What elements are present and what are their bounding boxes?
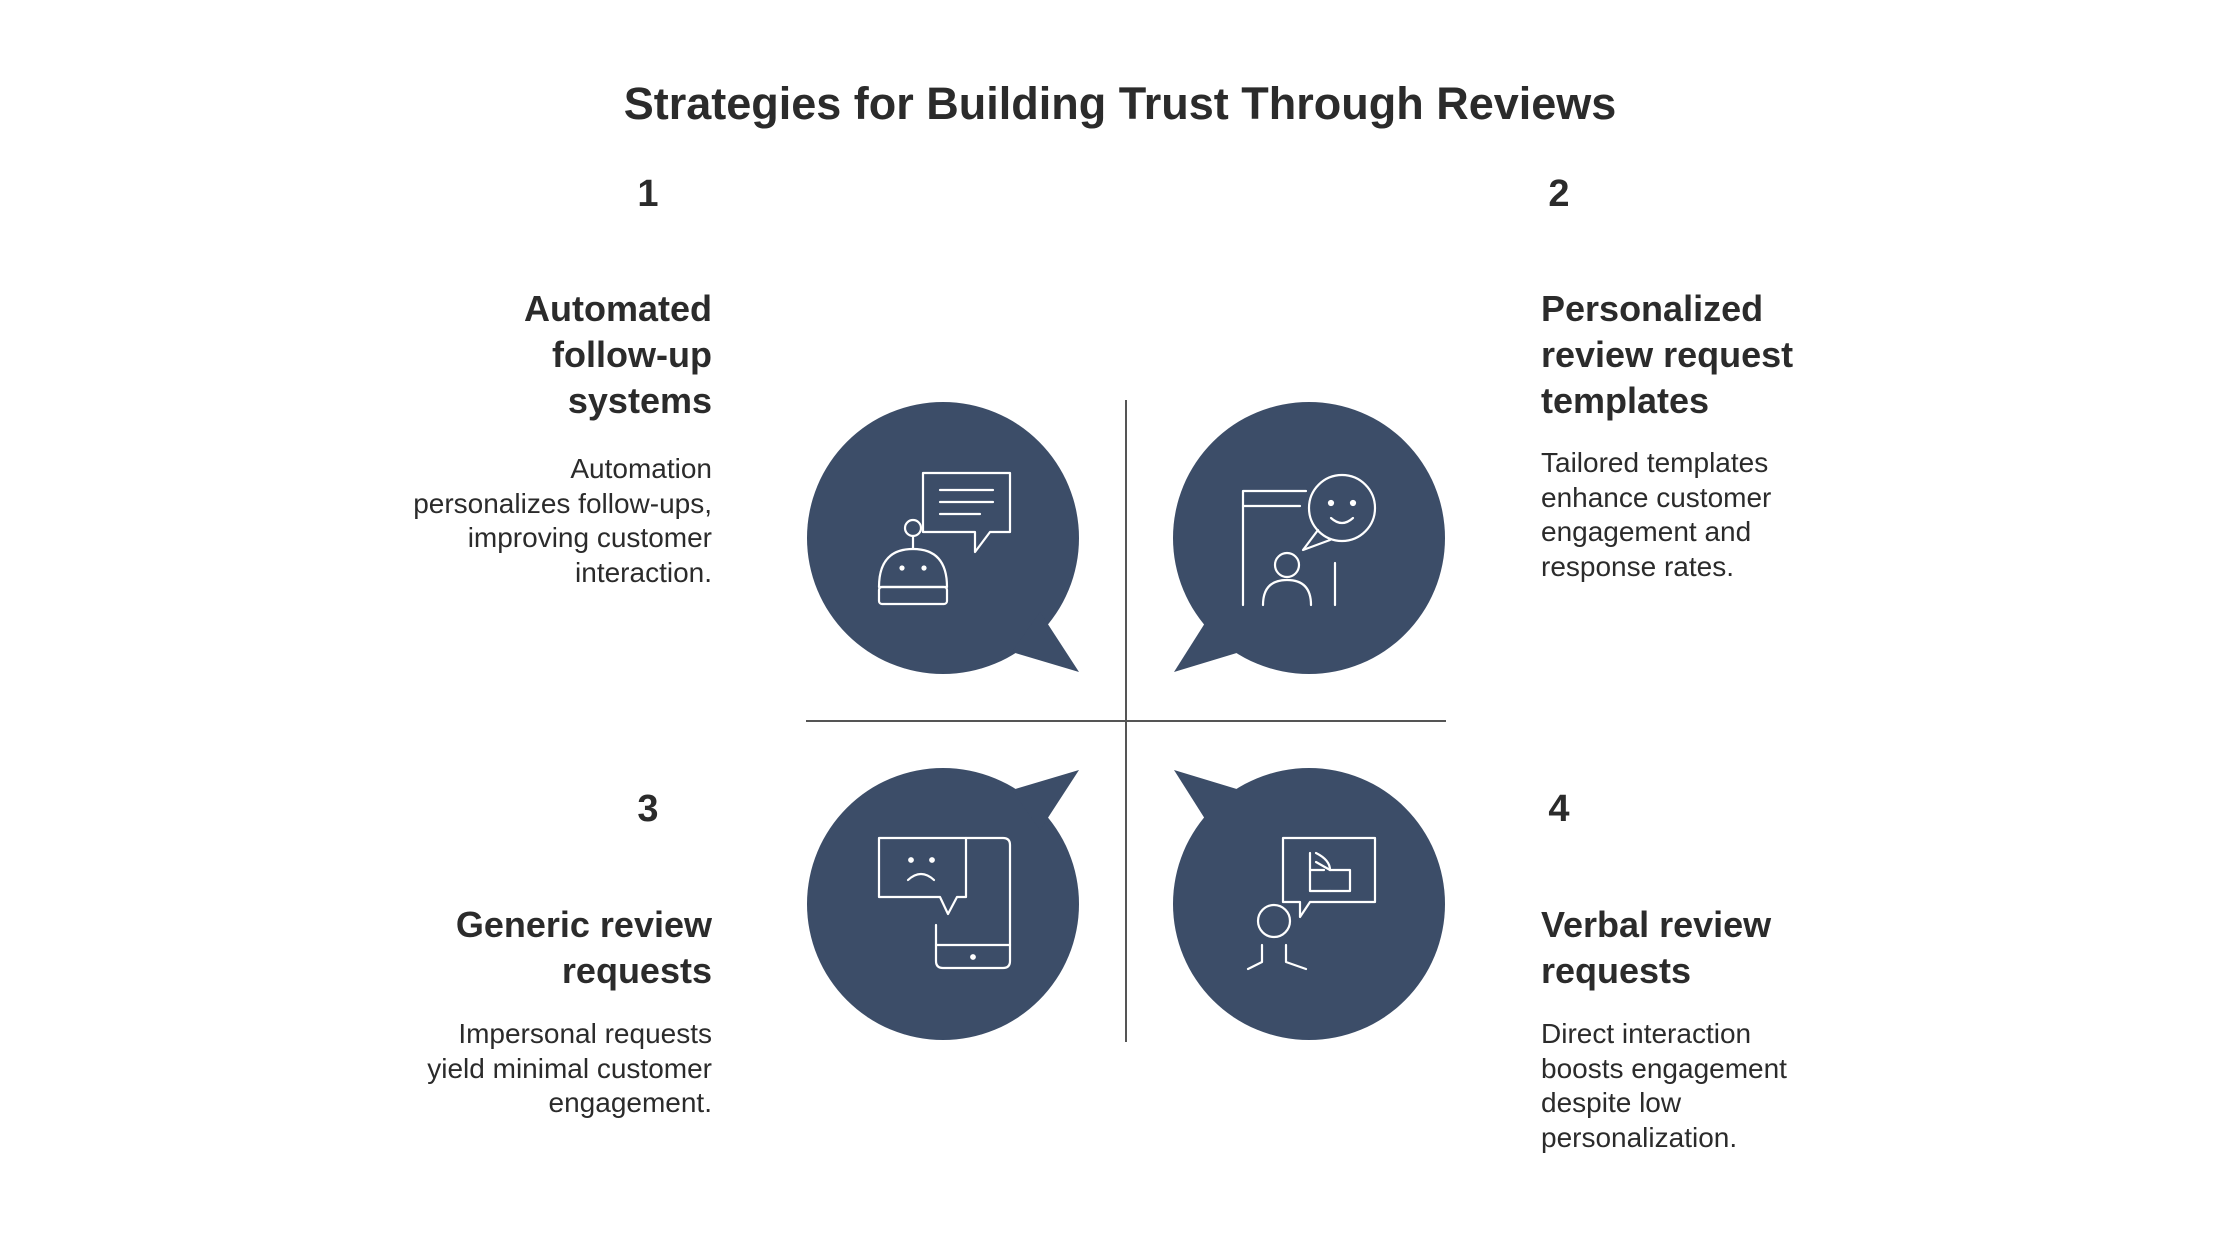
quadrant-2-number: 2 bbox=[1548, 173, 1570, 215]
person-thumbs-up-speech-icon bbox=[1246, 836, 1377, 971]
quadrant-1-heading: Automated follow-up systems bbox=[524, 288, 712, 421]
quadrant-3-description: Impersonal requests yield minimal custom… bbox=[427, 1018, 712, 1118]
bubble-1 bbox=[807, 402, 1079, 674]
phone-sad-message-icon bbox=[877, 836, 1012, 970]
quadrant-3-number: 3 bbox=[637, 788, 659, 830]
smartphone-happy-user-icon bbox=[1241, 473, 1377, 607]
quadrant-2-heading: Personalized review request templates bbox=[1541, 288, 1794, 421]
quadrant-4-description: Direct interaction boosts engagement des… bbox=[1541, 1018, 1787, 1153]
robot-chat-icon bbox=[877, 471, 1012, 606]
quadrant-4-heading: Verbal review requests bbox=[1541, 904, 1772, 991]
quadrant-4-number: 4 bbox=[1548, 788, 1570, 830]
quadrant-3-heading: Generic review requests bbox=[455, 904, 712, 991]
quadrant-1-number: 1 bbox=[637, 173, 659, 215]
diagram-title: Strategies for Building Trust Through Re… bbox=[623, 78, 1617, 129]
bubble-2 bbox=[1173, 402, 1445, 674]
quadrant-2-description: Tailored templates enhance customer enga… bbox=[1541, 447, 1772, 582]
quadrant-1-description: Automation personalizes follow-ups, impr… bbox=[413, 453, 712, 588]
